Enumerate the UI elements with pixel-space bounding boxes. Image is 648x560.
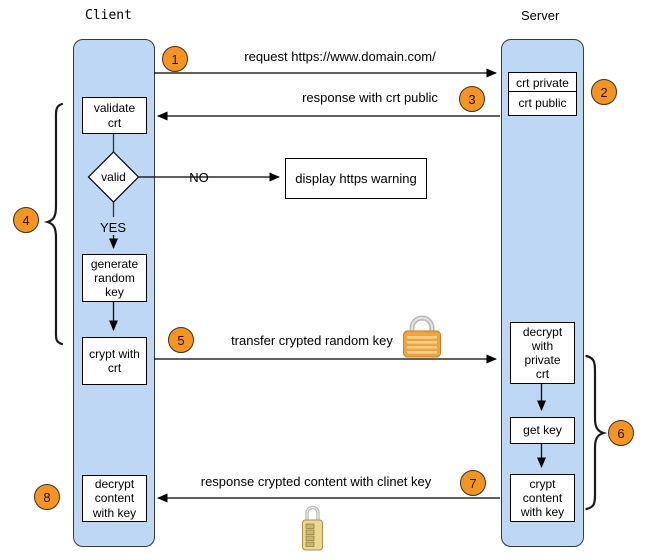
closed-padlock-icon (403, 315, 441, 358)
node-display-https-warning: display https warning (285, 158, 427, 199)
message-response-public: response with crt public (302, 90, 438, 105)
node-decrypt-private: decrypt with private crt (510, 322, 575, 384)
branch-no-label: NO (189, 170, 209, 185)
node-decrypt-content: decrypt content with key (82, 475, 147, 522)
server-lane-title: Server (521, 8, 560, 23)
combination-padlock-icon (302, 505, 323, 551)
node-get-key: get key (510, 417, 575, 444)
node-generate-random-key: generate random key (82, 254, 147, 302)
node-validate-crt: validate crt (82, 97, 147, 134)
node-crypt-with-crt: crypt with crt (82, 337, 147, 385)
step-badge-8: 8 (34, 484, 60, 510)
step-badge-2: 2 (591, 79, 617, 105)
step-badge-7: 7 (460, 470, 486, 496)
node-valid-label: valid (101, 170, 126, 184)
step-badge-4: 4 (13, 207, 39, 233)
message-request: request https://www.domain.com/ (244, 49, 436, 64)
valid-decision-diamond (87, 151, 140, 203)
step-badge-6: 6 (608, 420, 634, 446)
node-crypt-content: crypt content with key (510, 474, 575, 522)
step-badge-5: 5 (168, 327, 194, 353)
step-badge-3: 3 (459, 86, 485, 112)
message-transfer-key: transfer crypted random key (231, 333, 393, 348)
client-steps-brace (43, 102, 64, 346)
server-steps-brace (585, 354, 608, 511)
node-crt-public: crt public (508, 91, 577, 116)
step-badge-1: 1 (162, 46, 188, 72)
client-lane-title: Client (85, 8, 132, 23)
branch-yes-label: YES (99, 220, 127, 235)
message-response-content: response crypted content with clinet key (200, 474, 432, 489)
